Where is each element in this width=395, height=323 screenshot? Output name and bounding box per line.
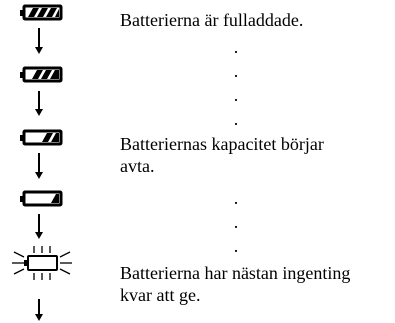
arrow-down-icon (35, 299, 43, 321)
battery-half-icon (20, 129, 63, 146)
arrow-down-icon (35, 214, 43, 239)
arrow-down-icon (35, 28, 43, 54)
battery-sequence-graphic (12, 4, 72, 321)
ellipsis-dot: . (233, 61, 239, 81)
battery-empty-description: Batterierna har nästan ingenting kvar at… (120, 262, 350, 306)
battery-full-icon (20, 4, 63, 21)
battery-three-quarter-icon (20, 66, 63, 83)
ellipsis-dot: . (233, 37, 239, 57)
battery-quarter-icon (20, 190, 63, 207)
battery-declining-description: Batteriernas kapacitet börjar avta. (120, 133, 324, 177)
description-line: avta. (120, 156, 155, 176)
description-line: kvar att ge. (120, 285, 201, 305)
description-line: Batterierna har nästan ingenting (120, 263, 351, 283)
description-text: Batterierna är fulladdade. (120, 10, 304, 30)
battery-icon-column (0, 0, 80, 323)
ellipsis-dot: . (233, 85, 239, 105)
ellipsis-dot: . (233, 188, 239, 208)
ellipsis-dot: . (233, 212, 239, 232)
description-line: Batteriernas kapacitet börjar (120, 134, 324, 154)
battery-empty-blinking-icon (12, 246, 72, 280)
battery-full-description: Batterierna är fulladdade. (120, 9, 303, 31)
ellipsis-dot: . (233, 236, 239, 256)
arrow-down-icon (35, 153, 43, 179)
ellipsis-dot: . (233, 109, 239, 129)
arrow-down-icon (35, 91, 43, 116)
